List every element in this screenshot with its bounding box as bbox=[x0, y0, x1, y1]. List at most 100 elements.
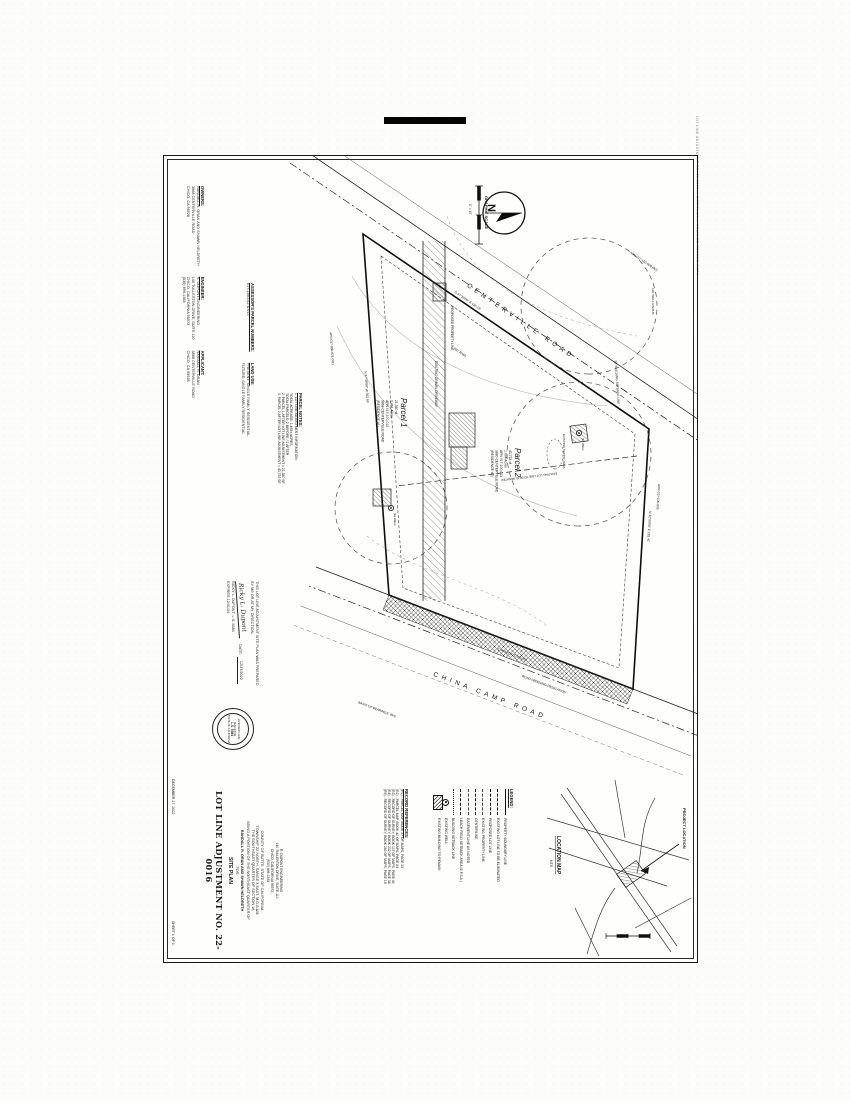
legend-item: EASEMENT LINE AS NOTED bbox=[464, 789, 471, 951]
location-map: PROJECT LOCATION LOCATION MAP NTS bbox=[546, 779, 692, 957]
legend-item: BUILDING SETBACK LINE bbox=[450, 789, 457, 951]
parcel-note: 1. LOT LINE ADJUSTMENT INFORMATION: bbox=[293, 393, 298, 461]
title-for: FOR bbox=[234, 866, 239, 875]
record-reference: (R3) - RECORD OF SURVEY, BOOK 107 OF MAP… bbox=[391, 789, 396, 884]
gravel-driveway-strip: EXISTING GRAVEL DRIVEWAY PROPOSED PROPER… bbox=[422, 241, 454, 601]
legend-item: PROPOSED LOT LINE bbox=[487, 789, 494, 951]
stamp-top-text: LICENSED LAND SURVEYOR bbox=[233, 718, 240, 740]
leach-setback-symbol bbox=[458, 789, 464, 815]
easement-line-symbol bbox=[465, 789, 471, 815]
centerville-road: CENTERVILLE ROAD (60' R/W) bbox=[289, 156, 697, 449]
parcel-notes-block: PARCEL NOTES: 1. LOT LINE ADJUSTMENT INF… bbox=[277, 393, 303, 545]
svg-text:APN 017-100-013: APN 017-100-013 bbox=[499, 450, 503, 477]
engineer-group: ENGINEER: R. DUPONT ENGINEERING 140 TULL… bbox=[181, 277, 205, 340]
svg-text:21,380 sf: 21,380 sf bbox=[394, 400, 398, 414]
svg-text:50' BUILDING SETBACK LINE: 50' BUILDING SETBACK LINE bbox=[613, 360, 620, 404]
applicant-line: CHICO, CA 95928 bbox=[186, 350, 191, 382]
apn-landuse-block: ASSESSOR'S PARCEL NUMBERS: 017-100-012 &… bbox=[240, 283, 255, 448]
firm-phone: (530) 899-1358 bbox=[266, 858, 271, 883]
dash-line-symbol bbox=[487, 789, 493, 815]
engineer-line: R. DUPONT ENGINEERING bbox=[195, 276, 200, 326]
existing-buildings bbox=[372, 282, 589, 507]
landuse-group: LAND USE: PRESENT: SINGLE FAMILY RESIDEN… bbox=[240, 363, 255, 437]
well-symbol bbox=[441, 789, 449, 815]
building-setback-line bbox=[380, 255, 636, 669]
legal-line: COUNTY OF BUTTE, STATE OF CALIFORNIA bbox=[260, 830, 264, 911]
legal-line: THE SOUTHEAST QUARTER OF SECTION 18, bbox=[250, 829, 255, 912]
well-label-1: (E) WELL bbox=[393, 513, 397, 526]
record-reference: (R5) - RECORD OF SURVEY, BOOK 280 OF MAP… bbox=[382, 789, 387, 884]
legend-block: LEGEND: PROPERTY BOUNDARY LINE EXISTING … bbox=[432, 789, 514, 951]
sheet-number: SHEET 1 OF 1 bbox=[171, 921, 175, 945]
svg-text:1.004 Acres: 1.004 Acres bbox=[504, 450, 508, 468]
site-plan-drawing: CENTERVILLE ROAD (60' R/W) CHINA CAMP RO… bbox=[289, 156, 697, 957]
driveway-label: EXISTING GRAVEL DRIVEWAY bbox=[434, 361, 438, 408]
parties-block: OWNERS: RANDALL R. ORAN AND SHAWN HELDRE… bbox=[181, 186, 205, 409]
owners-line: RANDALL R. ORAN AND SHAWN HELDRETH bbox=[195, 186, 200, 266]
owners-header: OWNERS: bbox=[200, 186, 205, 207]
plot-date: DECEMBER 27, 2022 bbox=[171, 779, 175, 815]
svg-text:APN 017-100-009 (R2): APN 017-100-009 (R2) bbox=[629, 251, 658, 273]
plan-sheet: CENTERVILLE ROAD (60' R/W) CHINA CAMP RO… bbox=[163, 155, 698, 963]
well-radius-label: 100' WELL RADIUS bbox=[651, 288, 655, 315]
applicant-header: APPLICANT: bbox=[200, 350, 205, 376]
applicant-group: APPLICANT: RANDALL R. ORAN 3868 CENTERVI… bbox=[181, 351, 205, 398]
svg-text:Parcel 1: Parcel 1 bbox=[399, 398, 408, 427]
solid-line-symbol bbox=[502, 789, 508, 815]
date-label: DATE: bbox=[237, 643, 242, 655]
legend-item: EXISTING BUILDING TO REMAIN bbox=[432, 789, 443, 951]
statement-line: THIS LOT LINE ADJUSTMENT SITE PLAN WAS P… bbox=[255, 581, 259, 686]
septic-area bbox=[546, 438, 564, 470]
legend-item: CENTERLINE bbox=[472, 789, 479, 951]
parcel1-label: Parcel 1 21,380 sf 0.491 Acres APN 017-1… bbox=[376, 398, 408, 443]
surveyor-expires: EXPIRES 12/31/24 bbox=[226, 581, 231, 614]
apn-group: ASSESSOR'S PARCEL NUMBERS: 017-100-012 &… bbox=[240, 283, 255, 352]
svg-text:1" = 40': 1" = 40' bbox=[468, 204, 472, 215]
owners-line: CHICO, CA 95928 bbox=[186, 186, 191, 218]
sheet-inner-border bbox=[167, 159, 694, 959]
svg-text:BASIS OF BEARINGS: (R4): BASIS OF BEARINGS: (R4) bbox=[358, 700, 397, 718]
well-label-2: (E) WELL bbox=[581, 438, 585, 451]
svg-text:3880 CENTERVILLE ROAD: 3880 CENTERVILLE ROAD bbox=[495, 450, 499, 493]
landuse-line: PRESENT: SINGLE FAMILY RESIDENTIAL bbox=[245, 362, 250, 437]
svg-text:APN 017-100-005: APN 017-100-005 bbox=[655, 484, 661, 510]
record-references-header: RECORD REFERENCES: bbox=[404, 789, 409, 839]
apn-value: 017-100-012 & 013 bbox=[245, 283, 250, 316]
building-hatch-symbol bbox=[432, 789, 443, 815]
landuse-header: LAND USE: bbox=[250, 362, 255, 386]
engineer-line: (530) 899-1358 bbox=[181, 276, 186, 303]
svg-text:N 42°09'00" E 283.41': N 42°09'00" E 283.41' bbox=[646, 511, 652, 543]
legend-item: PROPERTY BOUNDARY LINE bbox=[501, 789, 508, 951]
svg-text:APN 017-100-012: APN 017-100-012 bbox=[385, 400, 389, 427]
svg-text:N 47°30'00" W 392.66': N 47°30'00" W 392.66' bbox=[364, 371, 370, 404]
surveyor-statement-block: THIS LOT LINE ADJUSTMENT SITE PLAN WAS P… bbox=[226, 580, 259, 703]
parcel-notes-header: PARCEL NOTES: bbox=[298, 393, 303, 427]
surveyor-stamp-seal: LICENSED LAND SURVEYOR L.S. 5384 STATE O… bbox=[212, 708, 254, 750]
svg-text:(RESIDENCE #1): (RESIDENCE #1) bbox=[376, 400, 380, 427]
parcel-note: 2. PARCEL 1 AFTER LOT LINE ADJUSTMENT = … bbox=[281, 393, 285, 484]
sheet-title: LOT LINE ADJUSTMENT NO. 22-0016 bbox=[203, 791, 225, 950]
parcel2-label: Parcel 2 43,733 sf 1.004 Acres APN 017-1… bbox=[490, 448, 522, 493]
rotated-landscape-content: CENTERVILLE ROAD (60' R/W) CHINA CAMP RO… bbox=[164, 156, 697, 962]
location-map-scale: NTS bbox=[549, 860, 553, 868]
firm-city: CHICO, CALIFORNIA 95973 bbox=[270, 848, 275, 893]
engineer-line: CHICO, CALIFORNIA 95973 bbox=[186, 276, 191, 326]
road-dedication-band bbox=[382, 594, 634, 705]
landuse-line: FUTURE: SINGLE FAMILY RESIDENTIAL bbox=[241, 362, 246, 435]
setback-line-symbol bbox=[450, 789, 456, 815]
centerville-road-label: CENTERVILLE ROAD bbox=[465, 282, 575, 360]
record-reference: (R2) - PARCEL MAP, BOOK 42 OF MAPS, PAGE… bbox=[395, 789, 400, 869]
project-parcel-highlight bbox=[616, 860, 646, 888]
septic-label: EXISTING SEPTIC AREA bbox=[562, 434, 566, 469]
date-value: 12/27/2022 bbox=[237, 656, 243, 684]
title-owners-line: RANDALL R. ORAN AND SHAWN HELDRETH bbox=[239, 829, 244, 912]
record-reference: (R4) - RECORD OF SURVEY, BOOK 232 OF MAP… bbox=[387, 789, 391, 884]
engineer-line: 140 TULLERTON DRIVE, SUITE 110 bbox=[191, 276, 196, 340]
statement-line: BY ME OR AT MY DIRECTION. bbox=[250, 581, 255, 635]
title-block: R. DUPONT ENGINEERING 140 TULLERTON DRIV… bbox=[204, 789, 283, 952]
legend-item: EXISTING PROPERTY LINE bbox=[479, 789, 486, 951]
parcel-note: TOTAL PARCELS: 2 BEFORE / 2 AFTER bbox=[285, 393, 290, 456]
china-camp-road: CHINA CAMP ROAD bbox=[292, 566, 697, 776]
svg-text:3868 CENTERVILLE ROAD: 3868 CENTERVILLE ROAD bbox=[381, 400, 385, 443]
legend-header: LEGEND: bbox=[509, 789, 514, 808]
